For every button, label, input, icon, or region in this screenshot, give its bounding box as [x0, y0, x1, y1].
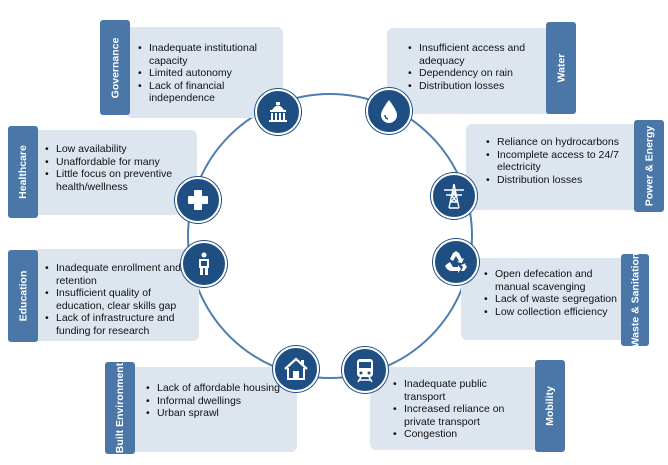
list-item: Low collection efficiency [484, 306, 619, 319]
reading-person-icon [199, 252, 209, 275]
list-item: Distribution losses [486, 174, 628, 187]
mobility-node [342, 347, 388, 393]
list-item: Dependency on rain [408, 67, 543, 80]
list-item: Insufficient quality of education, clear… [45, 287, 190, 312]
governance-tab-label: Governance [109, 37, 122, 98]
power-tab: Power & Energy [634, 120, 664, 212]
healthcare-tab-label: Healthcare [17, 145, 30, 199]
list-item: Inadequate enrollment and retention [45, 262, 190, 287]
mobility-tab: Mobility [535, 360, 565, 452]
power-items: Reliance on hydrocarbons Incomplete acce… [486, 136, 628, 186]
waste-items: Open defecation and manual scavenging La… [484, 268, 619, 318]
education-tab: Education [8, 250, 38, 342]
education-node [181, 241, 227, 287]
list-item: Lack of financial independence [138, 80, 278, 105]
list-item: Incomplete access to 24/7 electricity [486, 149, 628, 174]
list-item: Lack of affordable housing [146, 382, 286, 395]
built-node [273, 346, 319, 392]
waste-tab-label: Waste & Sanitation [629, 252, 641, 348]
list-item: Informal dwellings [146, 395, 286, 408]
list-item: Increased reliance on private transport [393, 403, 528, 428]
healthcare-tab: Healthcare [8, 126, 38, 218]
house-icon [284, 357, 308, 380]
water-node [366, 88, 412, 134]
list-item: Distribution losses [408, 80, 543, 93]
government-building-icon [269, 102, 287, 122]
power-tower-icon [444, 183, 464, 209]
list-item: Congestion [393, 428, 528, 441]
governance-tab: Governance [100, 20, 130, 115]
water-drop-icon [381, 100, 397, 123]
water-items: Insufficient access and adequacy Depende… [408, 42, 543, 92]
medical-cross-icon [188, 190, 208, 210]
list-item: Lack of infrastructure and funding for r… [45, 312, 190, 337]
built-items: Lack of affordable housing Informal dwel… [146, 382, 286, 420]
list-item: Open defecation and manual scavenging [484, 268, 619, 293]
waste-tab: Waste & Sanitation [621, 252, 649, 348]
power-node [431, 173, 477, 219]
list-item: Low availability [45, 143, 190, 156]
list-item: Inadequate public transport [393, 378, 528, 403]
list-item: Limited autonomy [138, 67, 278, 80]
built-tab: Built Environment [105, 362, 135, 454]
list-item: Little focus on preventive health/wellne… [45, 168, 190, 193]
healthcare-items: Low availability Unaffordable for many L… [45, 143, 190, 193]
train-icon [357, 359, 373, 383]
list-item: Inadequate institutional capacity [138, 42, 278, 67]
mobility-tab-label: Mobility [544, 386, 557, 426]
list-item: Insufficient access and adequacy [408, 42, 543, 67]
healthcare-node [175, 177, 221, 223]
governance-node [255, 89, 301, 135]
waste-node [433, 239, 479, 285]
water-tab: Water [546, 22, 576, 114]
list-item: Unaffordable for many [45, 156, 190, 169]
water-tab-label: Water [554, 53, 567, 83]
list-item: Reliance on hydrocarbons [486, 136, 628, 149]
mobility-items: Inadequate public transport Increased re… [393, 378, 528, 441]
list-item: Urban sprawl [146, 407, 286, 420]
built-tab-label: Built Environment [114, 362, 127, 454]
education-tab-label: Education [17, 270, 30, 322]
education-items: Inadequate enrollment and retention Insu… [45, 262, 190, 338]
list-item: Lack of waste segregation [484, 293, 619, 306]
power-tab-label: Power & Energy [643, 125, 655, 207]
recycle-icon [445, 251, 467, 273]
governance-items: Inadequate institutional capacity Limite… [138, 42, 278, 105]
